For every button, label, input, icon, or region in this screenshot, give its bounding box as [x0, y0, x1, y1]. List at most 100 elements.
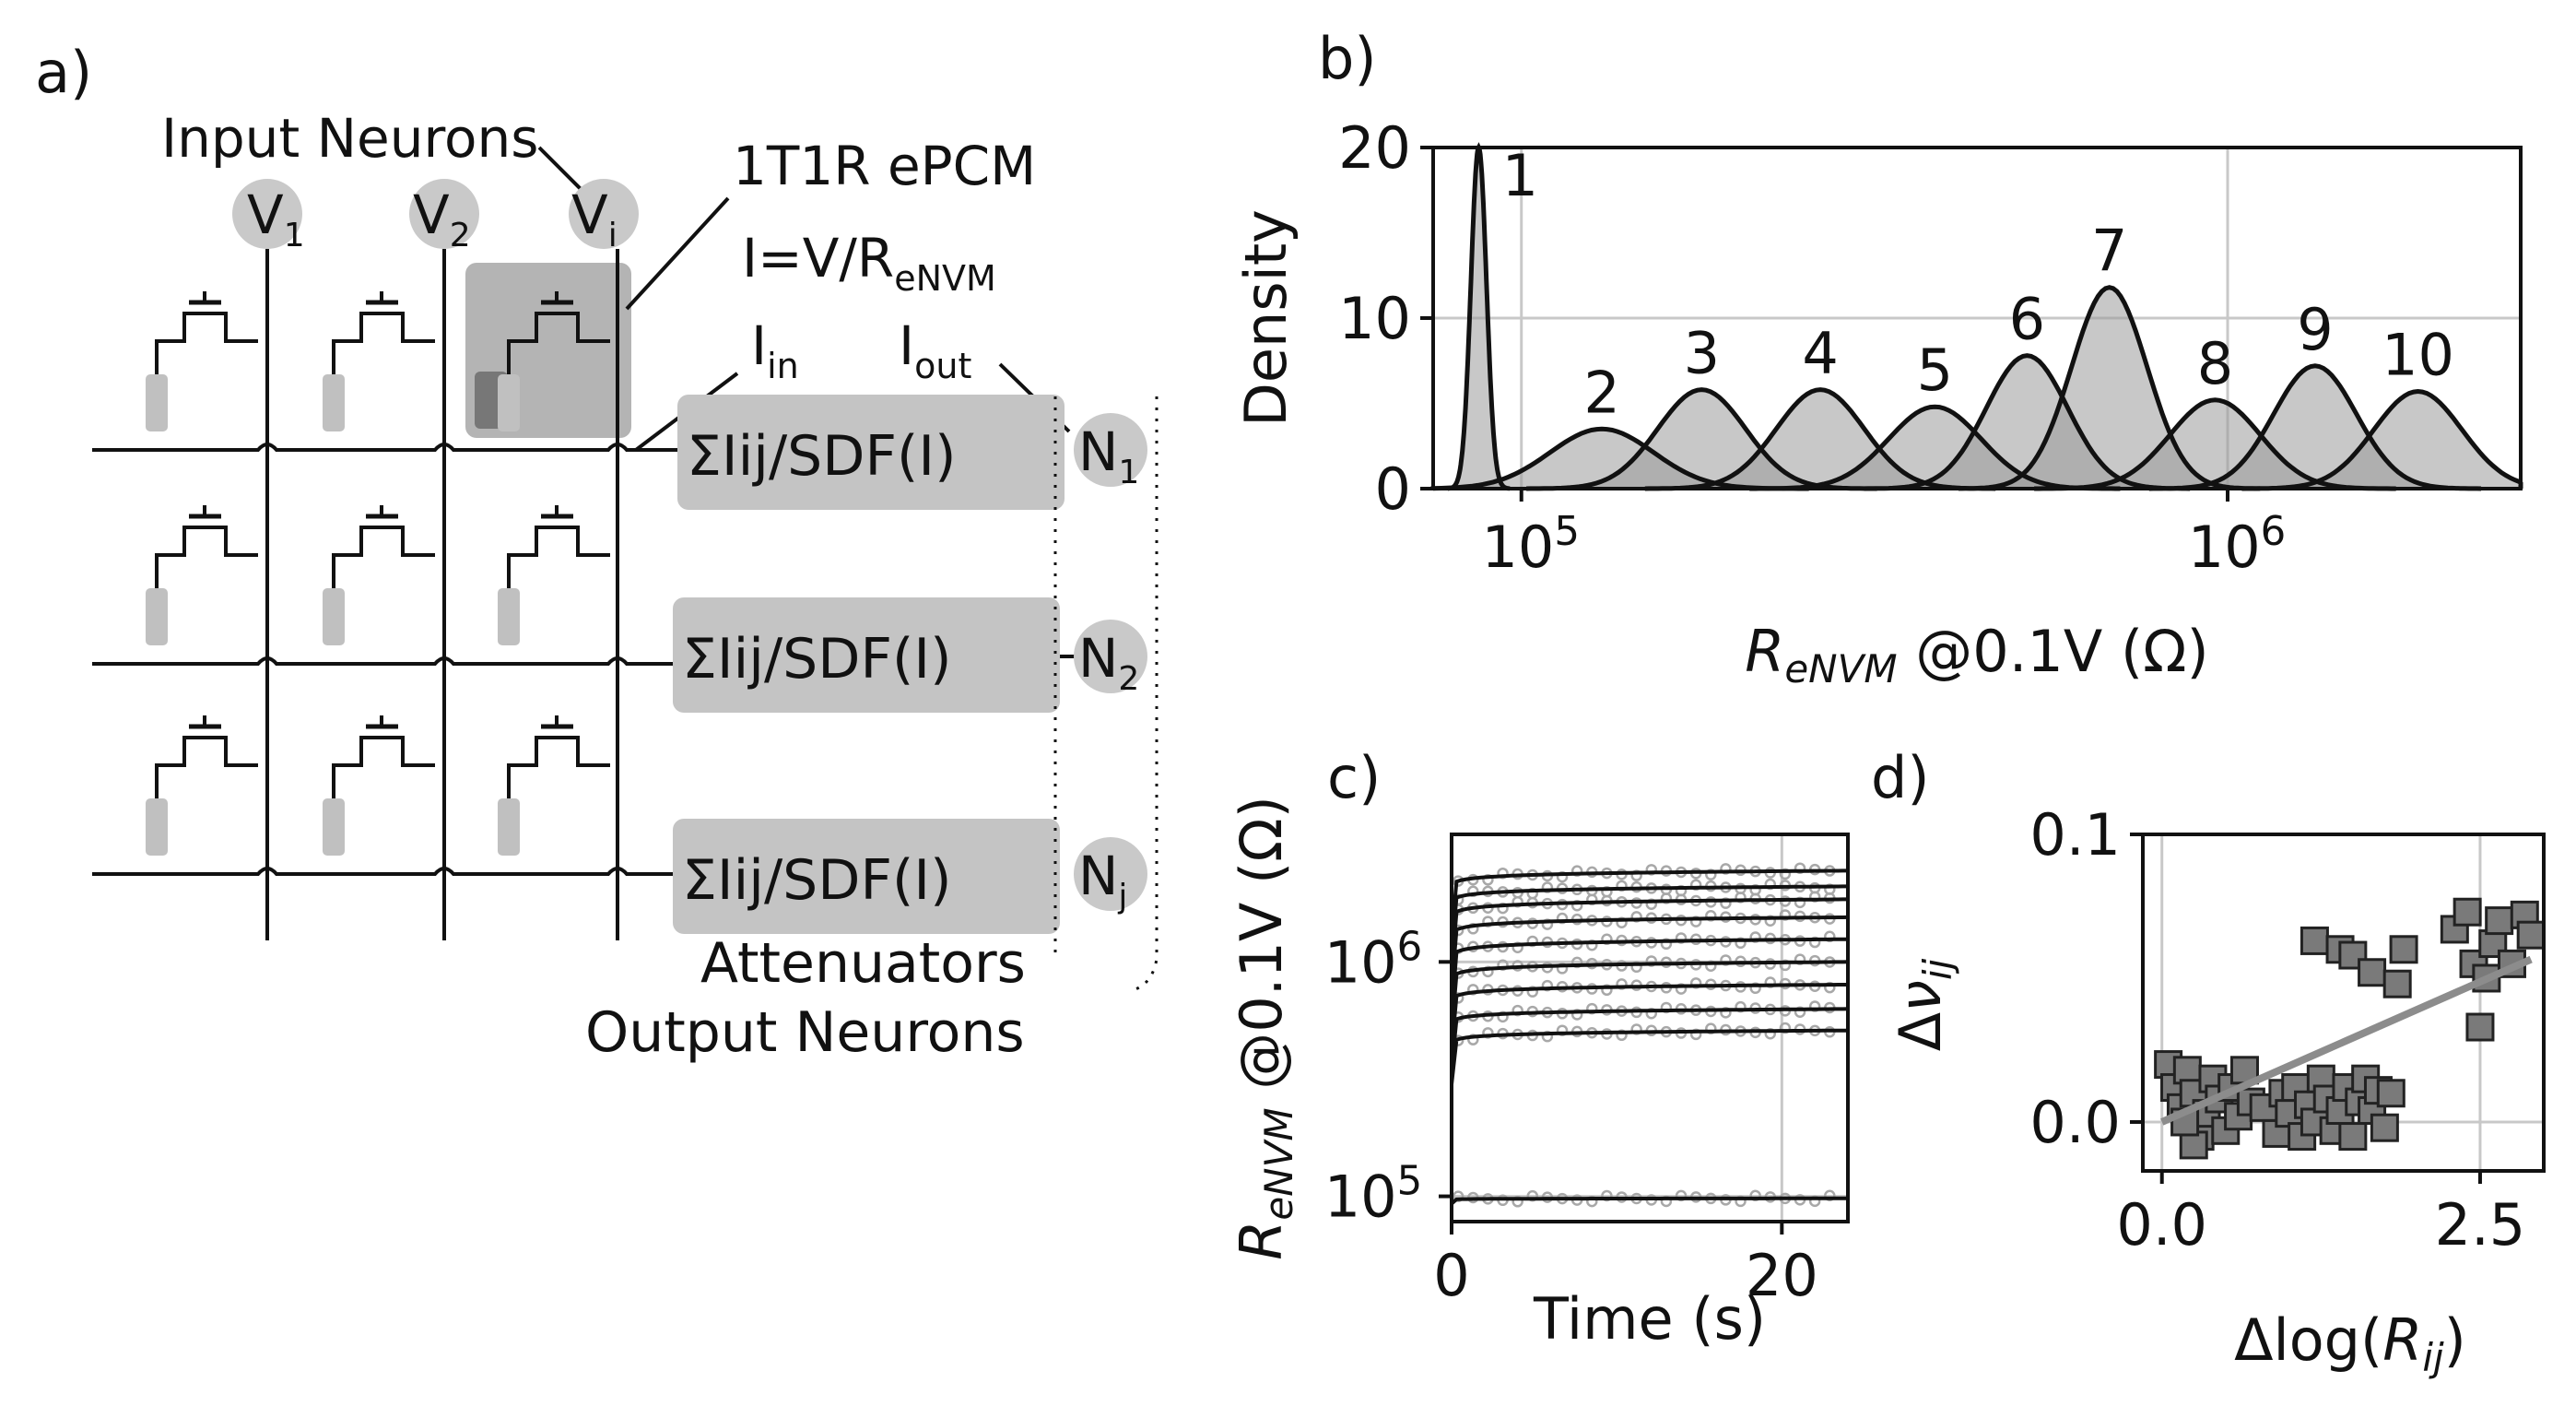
drift-xlabel: Δlog(Rij) [2234, 1306, 2466, 1380]
retention-line [1450, 1196, 1848, 1206]
retention-xlabel: Time (s) [1533, 1285, 1766, 1353]
panel-b-label: b) [1318, 25, 1377, 92]
y-tick-label: 0 [1375, 455, 1411, 523]
transistor-wire [507, 736, 610, 798]
retention-line [1450, 960, 1849, 1034]
x-tick-label: 105 [1481, 509, 1580, 581]
output-neuron-j-label: Nj [1078, 845, 1127, 916]
density-curve-9 [2148, 363, 2482, 491]
memory-cell [146, 291, 258, 431]
attenuator-box-1 [677, 395, 1065, 510]
scatter-point [2300, 926, 2329, 955]
input-neuron-1-label: V1 [247, 183, 305, 254]
x-tick-label: 2.5 [2435, 1191, 2526, 1258]
peak-label-6: 6 [2009, 286, 2045, 353]
output-neuron-1-label: N1 [1078, 420, 1139, 491]
peak-label-10: 10 [2382, 322, 2454, 389]
density-ylabel: Density [1232, 209, 1300, 427]
transistor-wire [332, 526, 435, 588]
memory-cell [498, 715, 610, 856]
x-tick-label: 0 [1433, 1242, 1469, 1309]
memory-cell [323, 291, 435, 431]
scatter-point [2389, 935, 2418, 964]
density-area-6 [1864, 355, 2191, 489]
device-label: 1T1R ePCM [733, 135, 1036, 197]
density-area-9 [2148, 365, 2481, 489]
memory-cell [146, 505, 258, 645]
resistor [323, 798, 345, 856]
density-area-2 [1433, 429, 1809, 489]
input-neuron-2: V2 [409, 179, 479, 254]
drift-points [2154, 897, 2546, 1160]
resistor [323, 374, 345, 431]
input-neuron-i: Vi [569, 179, 639, 254]
x-tick-label: 0.0 [2116, 1191, 2207, 1258]
row-wire-1 [92, 443, 682, 452]
memory-cell [323, 505, 435, 645]
peak-label-3: 3 [1684, 320, 1720, 387]
retention-line [1450, 868, 1848, 936]
attenuator-box-2-label: ΣIij/SDF(I) [682, 627, 951, 691]
output-neuron-2: N2 [1074, 620, 1147, 698]
panel-d-label: d) [1871, 744, 1930, 811]
scatter-point [2179, 1130, 2208, 1160]
attenuator-box-3 [673, 819, 1060, 934]
peak-label-5: 5 [1917, 337, 1953, 404]
peak-label-8: 8 [2197, 330, 2233, 397]
peak-label-1: 1 [1502, 142, 1538, 209]
drift-axes-frame [2141, 833, 2546, 1173]
output-neuron-j: Nj [1074, 837, 1147, 916]
peak-label-7: 7 [2091, 218, 2127, 285]
resistor [498, 588, 520, 645]
panel-c-label: c) [1327, 744, 1381, 811]
y-tick-label: 105 [1324, 1159, 1423, 1231]
density-curve-4 [1644, 387, 1996, 491]
retention-lines [1450, 868, 1849, 1206]
current-in-label: Iin [751, 314, 799, 386]
current-out-label: Iout [899, 314, 971, 386]
crossbar-schematic: Input Neurons V1 V2 Vi 1T1R ePCM I=V/ [92, 107, 1159, 1065]
transistor-wire [507, 526, 610, 588]
retention-line [1450, 884, 1848, 952]
transistor-wire [155, 312, 258, 374]
drift-ylabel: Δνij [1887, 958, 1960, 1051]
density-area-7 [1958, 287, 2261, 489]
memory-cell [146, 715, 258, 856]
scatter-point [2338, 1122, 2368, 1152]
x-tick-label: 106 [2188, 509, 2287, 581]
density-curve-6 [1864, 353, 2191, 491]
x-tick-label: 20 [1746, 1242, 1818, 1309]
y-tick-label: 10 [1338, 285, 1411, 352]
scatter-point [2382, 969, 2412, 998]
y-tick-label: 0.0 [2029, 1089, 2121, 1156]
retention-line [1450, 915, 1849, 990]
scatter-point [2358, 958, 2387, 987]
density-area-3 [1526, 389, 1877, 489]
retention-line [1450, 1028, 1848, 1085]
peak-label-4: 4 [1802, 320, 1838, 387]
transistor-wire [155, 736, 258, 798]
memory-cells [146, 291, 610, 856]
attenuator-box-3-label: ΣIij/SDF(I) [682, 848, 951, 913]
transistor-wire [507, 312, 610, 374]
resistor [498, 374, 520, 431]
scatter-point [2516, 920, 2546, 950]
scatter-point [2370, 1113, 2399, 1142]
row-wire-3 [92, 867, 682, 876]
scatter-point [2376, 1079, 2405, 1108]
retention-line [1450, 937, 1848, 1014]
density-xlabel: ReNVM @0.1V (Ω) [1745, 618, 2209, 691]
retention-ticks: 0 20 105 106 [1324, 924, 1818, 1309]
peak-label-2: 2 [1583, 359, 1619, 426]
input-neuron-2-label: V2 [413, 183, 471, 254]
retention-axes-frame [1450, 833, 1850, 1223]
y-tick-label: 106 [1324, 924, 1423, 996]
density-curve-8 [2034, 397, 2396, 491]
row-wire-2 [92, 656, 682, 666]
transistor-wire [332, 736, 435, 798]
